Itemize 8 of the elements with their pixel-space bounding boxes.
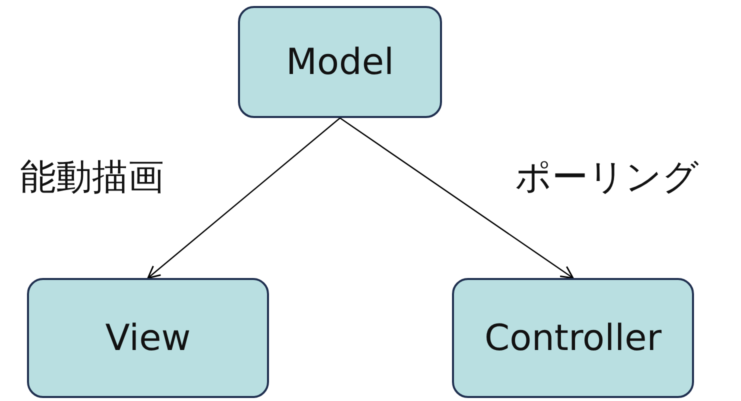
arrow: [147, 118, 340, 279]
rounded-box: [238, 6, 442, 118]
arrow: [340, 117, 574, 279]
node-label: Model: [286, 42, 394, 82]
rounded-box: [452, 278, 694, 398]
rounded-box: [27, 278, 269, 398]
node-label: Controller: [484, 318, 662, 358]
node-label: View: [105, 318, 191, 358]
